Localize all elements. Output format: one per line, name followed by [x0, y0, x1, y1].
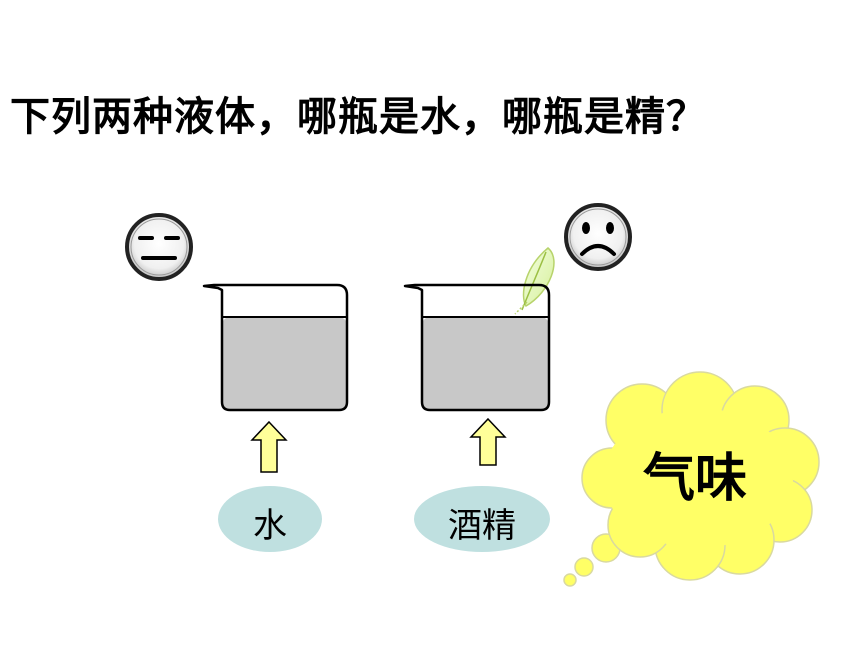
sad-face-icon: [564, 203, 632, 271]
water-beaker: [202, 283, 349, 412]
water-label-bubble: [218, 486, 322, 552]
alcohol-label-bubble: [414, 486, 550, 552]
water-label: 水: [253, 506, 287, 546]
alcohol-label: 酒精: [448, 506, 516, 546]
arrow-up-icon: [250, 420, 288, 473]
arrow-up-icon: [469, 417, 507, 466]
neutral-face-icon: [125, 213, 193, 281]
feather-icon: [514, 247, 555, 315]
question-title: 下列两种液体，哪瓶是水，哪瓶是精？: [10, 94, 707, 140]
thought-cloud: [563, 371, 820, 587]
cloud-text: 气味: [643, 449, 748, 509]
alcohol-beaker: [403, 283, 551, 412]
